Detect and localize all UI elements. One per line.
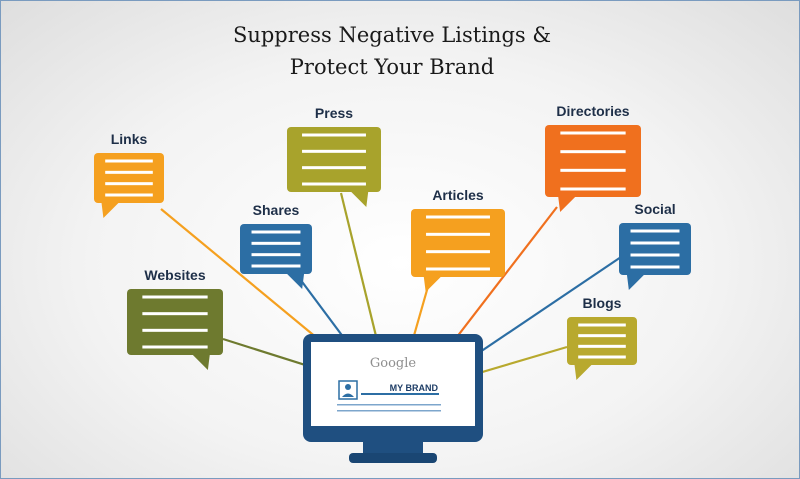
bubble-press xyxy=(287,127,381,207)
bubble-text-line xyxy=(630,241,680,245)
bubble-text-line xyxy=(578,344,626,348)
bubble-body-blogs xyxy=(567,317,637,365)
bubble-text-line xyxy=(142,345,208,349)
bubble-text-line xyxy=(105,170,153,174)
bubble-tail-press xyxy=(350,191,369,207)
bubble-tail-shares xyxy=(286,273,305,289)
bubble-links xyxy=(94,153,164,218)
bubble-websites xyxy=(127,289,223,370)
bubble-text-line xyxy=(105,193,153,197)
bubble-text-line xyxy=(251,241,301,245)
label-blogs: Blogs xyxy=(582,295,622,311)
label-links: Links xyxy=(110,131,148,147)
label-shares: Shares xyxy=(252,202,300,218)
label-social: Social xyxy=(634,201,676,217)
bubble-text-line xyxy=(560,131,626,135)
bubble-text-line xyxy=(630,229,680,233)
bubble-body-directories xyxy=(545,125,641,197)
bubble-text-line xyxy=(560,187,626,191)
bubble-text-line xyxy=(251,253,301,257)
result-line-2 xyxy=(337,410,441,412)
label-press: Press xyxy=(314,105,354,121)
bubble-tail-links xyxy=(101,202,120,218)
bubble-text-line xyxy=(426,267,490,271)
bubble-text-line xyxy=(302,166,366,170)
bubble-text-line xyxy=(578,355,626,359)
result-underline xyxy=(361,393,439,395)
bubble-body-press xyxy=(287,127,381,192)
monitor-icon: Google MY BRAND xyxy=(303,334,483,463)
bubble-text-line xyxy=(630,265,680,269)
bubble-text-line xyxy=(251,230,301,234)
bubble-body-links xyxy=(94,153,164,203)
bubble-text-line xyxy=(142,328,208,332)
bubble-body-articles xyxy=(411,209,505,277)
bubble-group xyxy=(94,125,691,380)
bubble-text-line xyxy=(560,150,626,154)
bubble-text-line xyxy=(302,182,366,186)
bubble-tail-directories xyxy=(558,196,577,212)
bubble-tail-blogs xyxy=(574,364,593,380)
result-text: MY BRAND xyxy=(390,383,439,393)
bubble-body-websites xyxy=(127,289,223,355)
bubble-tail-social xyxy=(626,274,645,290)
bubble-text-line xyxy=(560,168,626,172)
bubble-text-line xyxy=(426,232,490,236)
bubble-text-line xyxy=(630,253,680,257)
result-line-1 xyxy=(337,404,441,406)
title-line-2: Protect Your Brand xyxy=(289,55,495,79)
bubble-body-social xyxy=(619,223,691,275)
bubble-tail-articles xyxy=(423,276,442,292)
bubble-text-line xyxy=(578,323,626,327)
monitor-stand xyxy=(349,453,437,463)
bubble-text-line xyxy=(251,264,301,268)
bubble-shares xyxy=(240,224,312,289)
bubble-text-line xyxy=(578,334,626,338)
title-line-1: Suppress Negative Listings & xyxy=(232,23,552,47)
bubble-text-line xyxy=(302,149,366,153)
bubble-directories xyxy=(545,125,641,212)
bubble-body-shares xyxy=(240,224,312,274)
label-websites: Websites xyxy=(144,267,206,283)
label-directories: Directories xyxy=(556,103,630,119)
label-articles: Articles xyxy=(432,187,484,203)
bubble-text-line xyxy=(105,159,153,163)
bubble-social xyxy=(619,223,691,290)
bubble-blogs xyxy=(567,317,637,380)
search-logo: Google xyxy=(370,356,417,371)
bubble-text-line xyxy=(426,215,490,219)
bubble-text-line xyxy=(142,295,208,299)
bubble-tail-websites xyxy=(191,354,210,370)
bubble-text-line xyxy=(105,182,153,186)
bubble-text-line xyxy=(142,312,208,316)
monitor-neck xyxy=(363,442,423,454)
bubble-text-line xyxy=(302,133,366,137)
bubble-text-line xyxy=(426,250,490,254)
bubble-articles xyxy=(411,209,505,292)
page-title: Suppress Negative Listings & Protect You… xyxy=(1,19,783,83)
